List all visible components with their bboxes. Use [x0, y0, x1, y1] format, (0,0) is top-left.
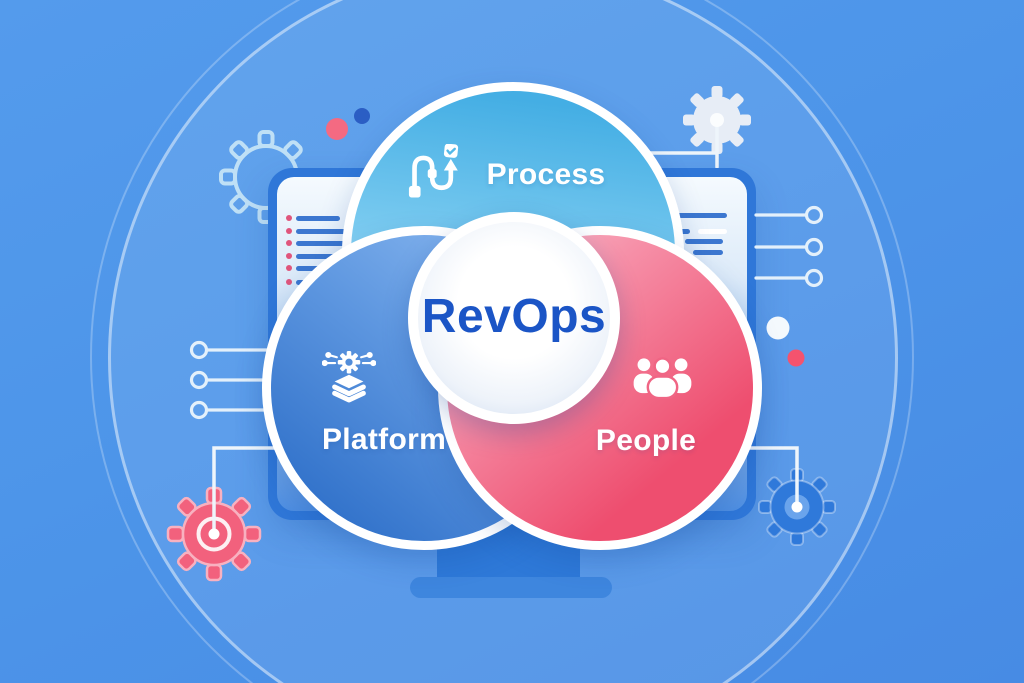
list-bullet — [286, 240, 292, 246]
gear-white-icon — [638, 86, 751, 169]
circuit-lines-right — [754, 205, 824, 288]
list-line — [693, 249, 723, 255]
workflow-checkbox-icon — [408, 144, 459, 198]
list-line — [685, 238, 723, 244]
gear-outline-icon — [219, 130, 313, 224]
circuit-lines-left — [189, 340, 271, 420]
people-group-icon — [633, 357, 692, 400]
pink-dot — [326, 118, 348, 140]
venn-center-circle — [408, 212, 620, 424]
list-line — [296, 265, 324, 271]
gear-pink-icon — [166, 446, 295, 582]
connector-line-bottom-left — [212, 446, 295, 536]
background-circle-outer — [90, 0, 914, 683]
dark-blue-dot — [354, 108, 370, 124]
process-label: Process — [486, 158, 606, 191]
list-line — [673, 212, 727, 218]
monitor-base — [410, 577, 612, 598]
list-line — [296, 215, 340, 221]
red-dot — [787, 349, 805, 367]
list-bullet — [286, 253, 292, 259]
connector-line-top-right — [638, 118, 719, 169]
list-bullet — [286, 215, 292, 221]
revops-label: RevOps — [421, 290, 607, 343]
list-bullet — [286, 265, 292, 271]
platform-layers-gear-icon — [322, 350, 376, 403]
white-dot — [766, 316, 790, 340]
gear-blue-icon — [716, 446, 836, 546]
list-bullet — [286, 279, 292, 285]
list-bullet — [286, 228, 292, 234]
list-line — [698, 228, 727, 234]
list-line — [296, 240, 348, 246]
list-line — [296, 253, 342, 259]
people-label: People — [595, 424, 697, 457]
platform-label: Platform — [321, 423, 447, 456]
list-line — [296, 228, 352, 234]
